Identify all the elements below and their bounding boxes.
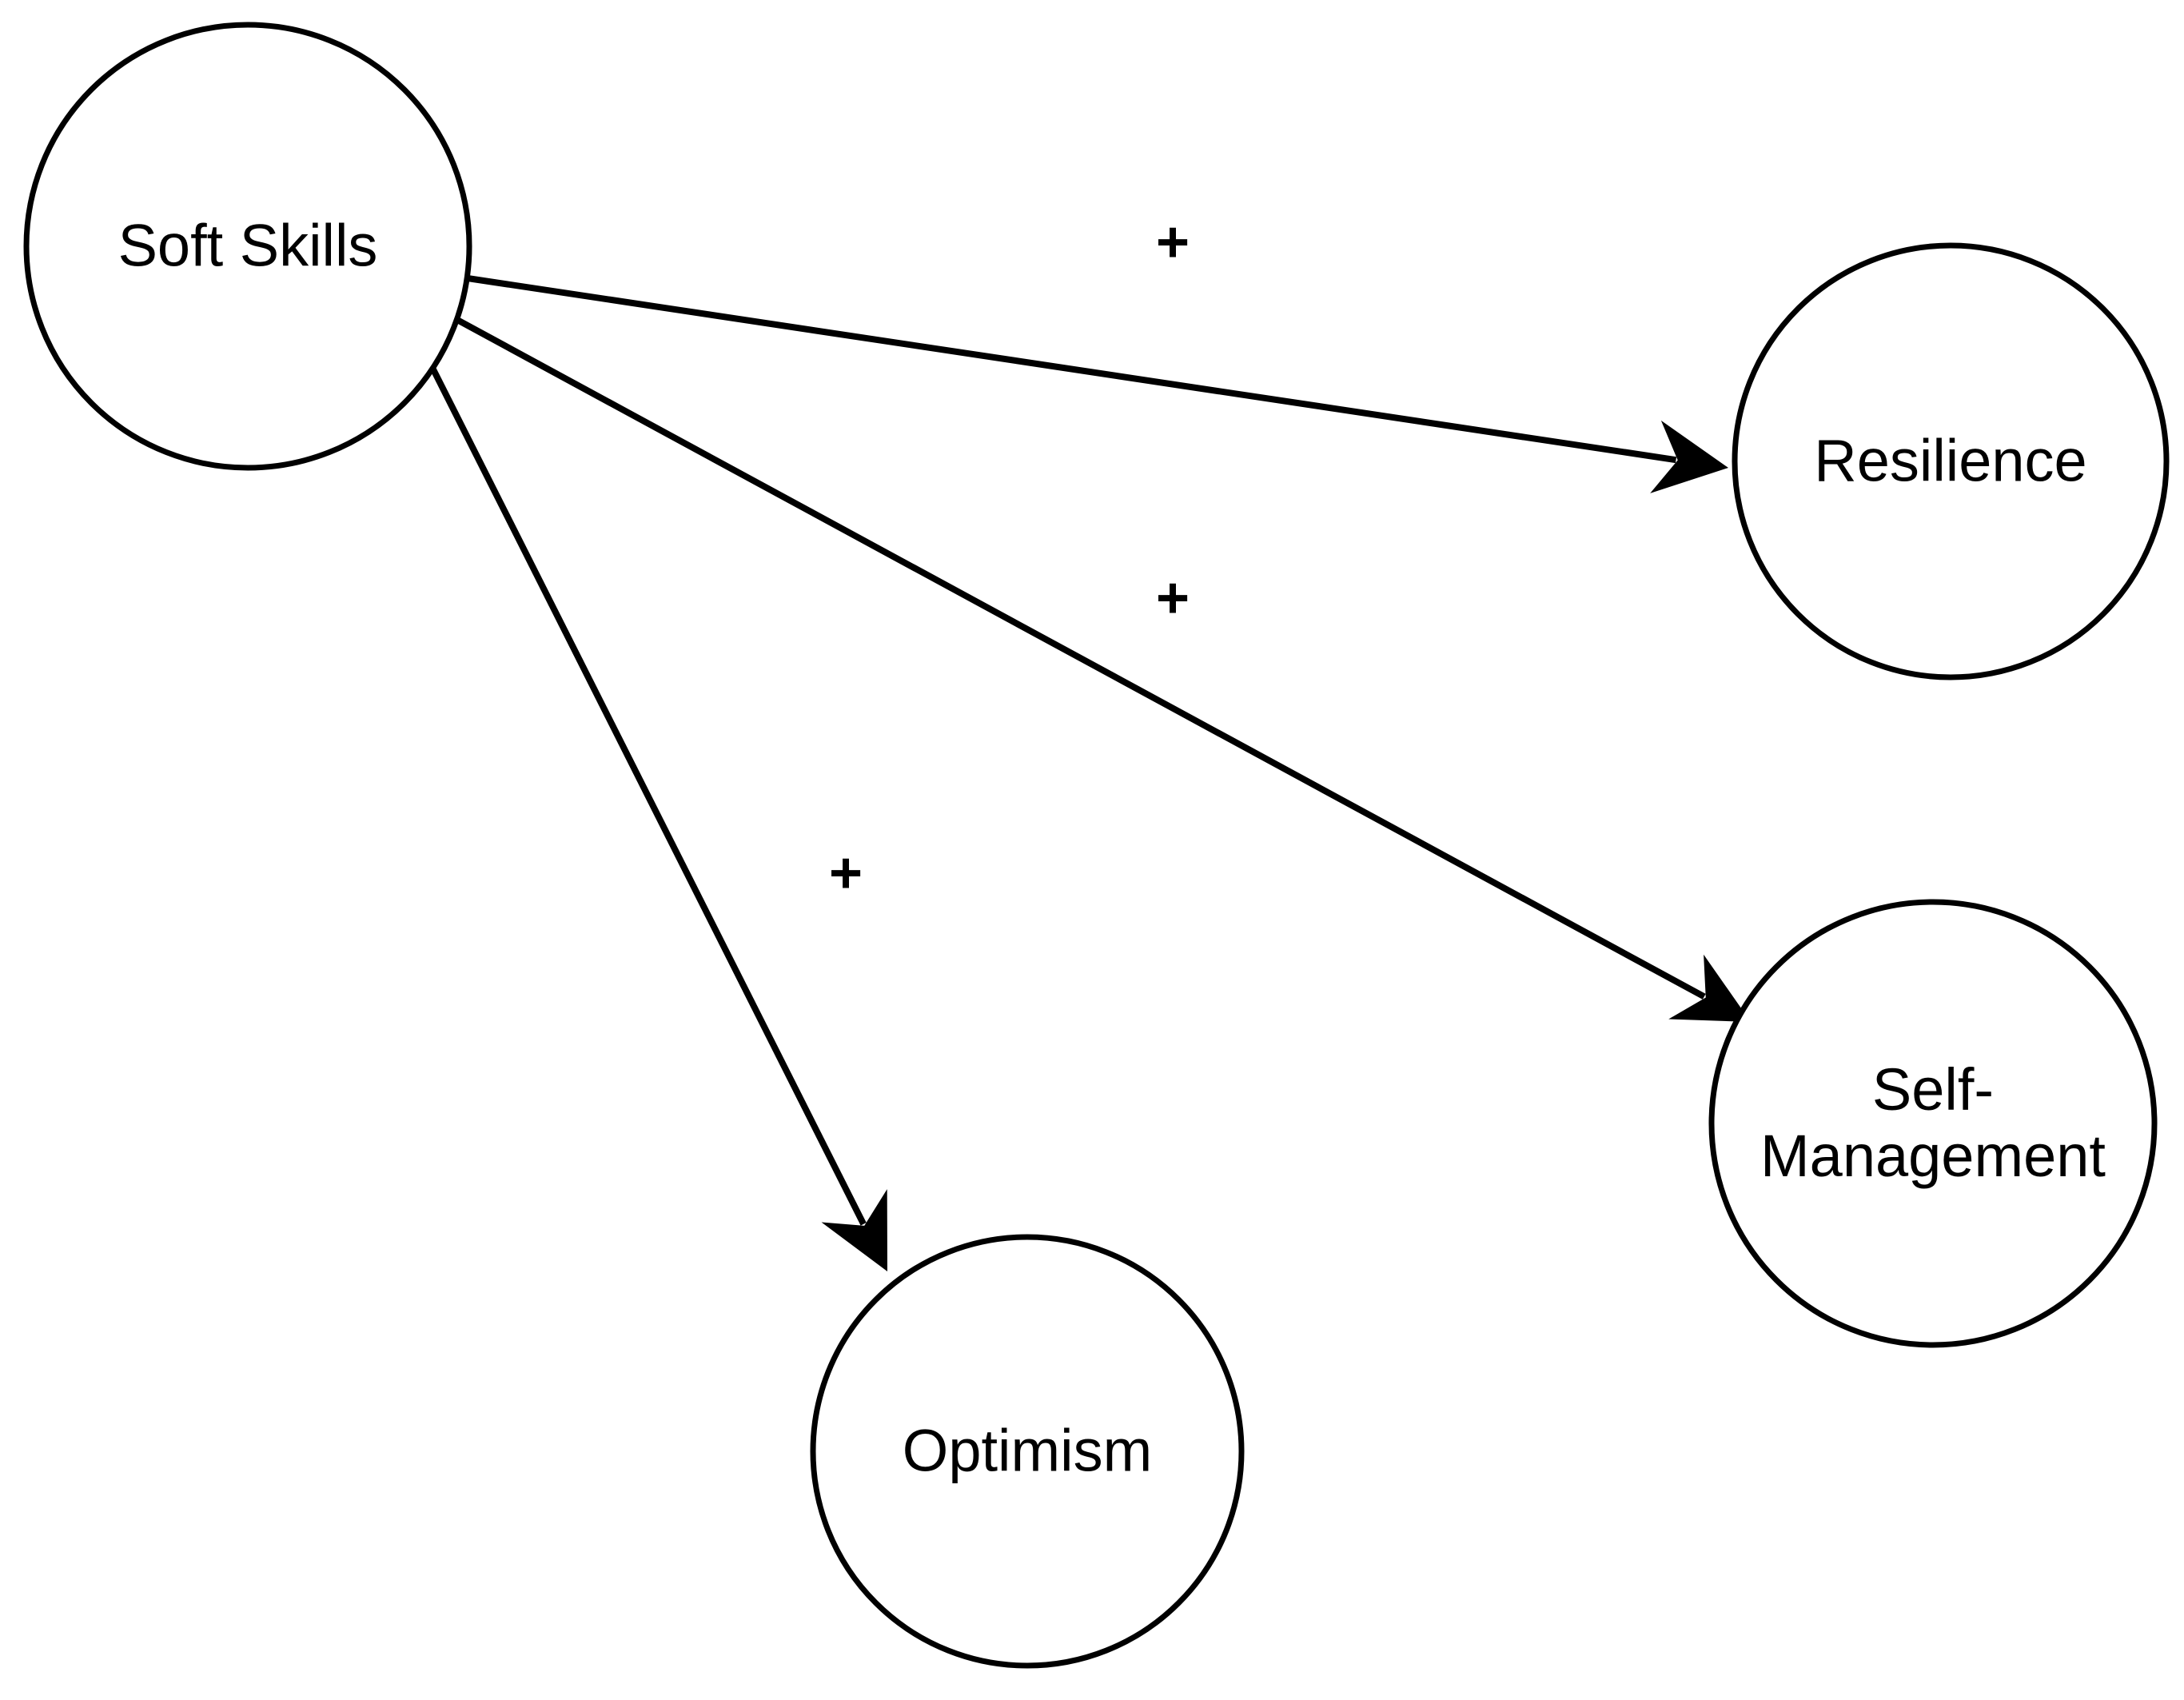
edge-polarity-label: +	[828, 841, 863, 905]
edge-soft-skills-to-self-management[interactable]	[456, 317, 1751, 1022]
edge-polarity-label: +	[1155, 566, 1190, 630]
edges-layer	[428, 275, 1751, 1271]
arrowhead-icon	[1650, 420, 1728, 493]
arrowhead-icon	[1668, 954, 1751, 1022]
edge-line	[467, 275, 1677, 464]
edge-line	[428, 365, 867, 1226]
edge-line	[456, 317, 1706, 1000]
node-circle-self-management[interactable]	[1708, 899, 2158, 1348]
nodes-layer	[23, 22, 2170, 1669]
node-circle-resilience[interactable]	[1732, 242, 2170, 680]
node-circle-soft-skills[interactable]	[23, 22, 472, 471]
edge-soft-skills-to-optimism[interactable]	[428, 365, 887, 1271]
edge-soft-skills-to-resilience[interactable]	[467, 275, 1728, 493]
arrowhead-icon	[821, 1189, 887, 1271]
node-circle-optimism[interactable]	[810, 1234, 1245, 1669]
edge-polarity-label: +	[1155, 210, 1190, 274]
